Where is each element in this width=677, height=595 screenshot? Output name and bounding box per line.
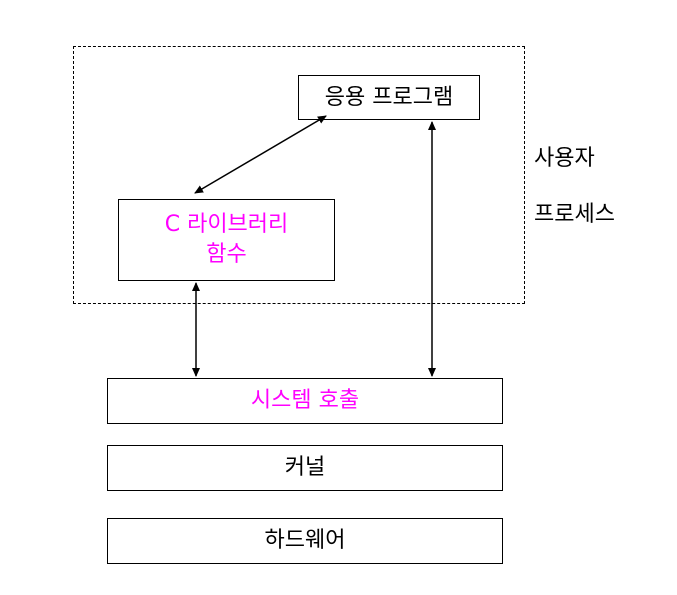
kernel-box: 커널 bbox=[107, 445, 503, 491]
user-process-label-line2: 프로세스 bbox=[534, 202, 615, 227]
c-library-label-line2: 함수 bbox=[206, 242, 247, 267]
system-call-label: 시스템 호출 bbox=[250, 388, 360, 413]
kernel-label: 커널 bbox=[284, 455, 326, 480]
app-program-label: 응용 프로그램 bbox=[324, 84, 454, 110]
hardware-box: 하드웨어 bbox=[107, 518, 503, 564]
hardware-label: 하드웨어 bbox=[264, 528, 346, 553]
app-program-box: 응용 프로그램 bbox=[298, 75, 480, 120]
system-call-box: 시스템 호출 bbox=[107, 378, 503, 424]
user-process-label-line1: 사용자 bbox=[534, 146, 595, 171]
c-library-box: C 라이브러리 함수 bbox=[118, 199, 335, 281]
user-process-boundary bbox=[73, 46, 525, 304]
c-library-label-line1: C 라이브러리 bbox=[164, 212, 289, 237]
